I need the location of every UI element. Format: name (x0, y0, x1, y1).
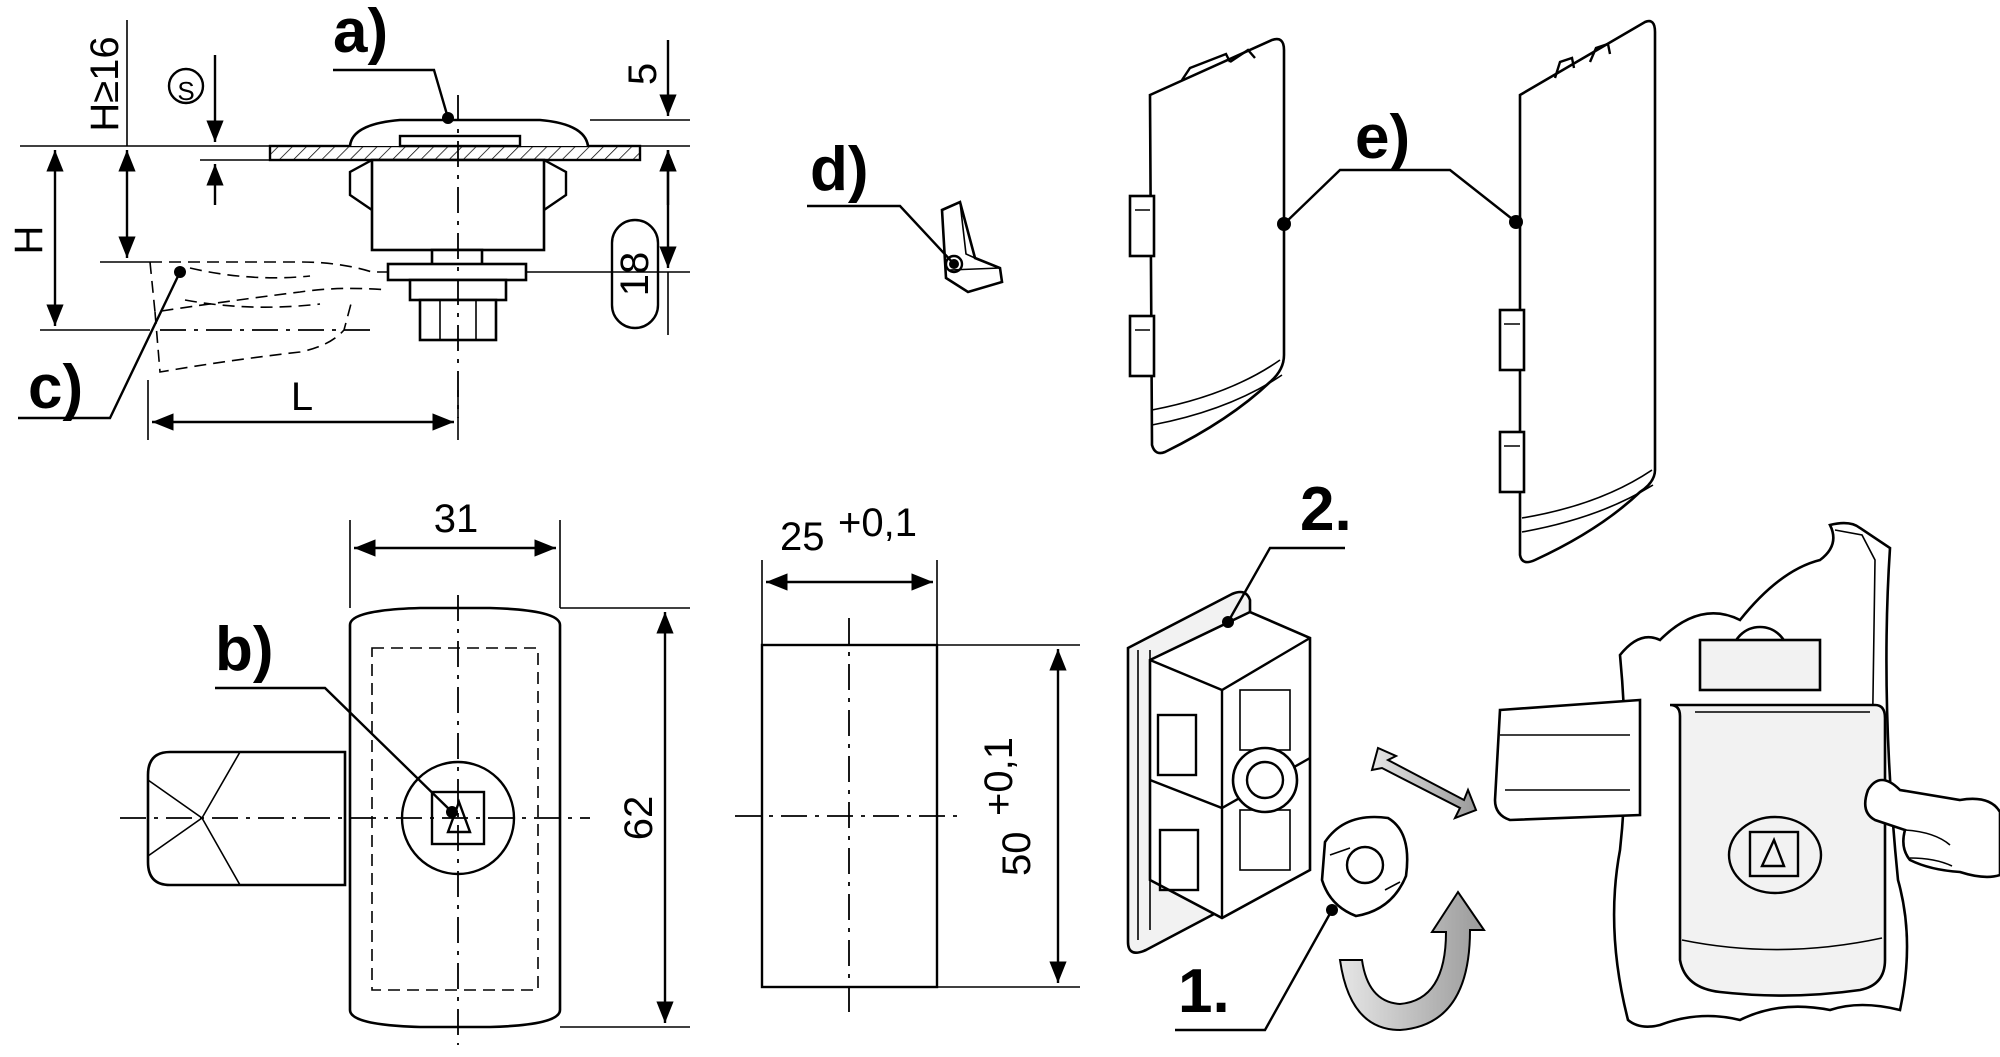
label-step2: 2. (1300, 475, 1352, 544)
part-d-clip: d) (807, 135, 1004, 294)
cover-left (1148, 37, 1286, 455)
cutout-height-label: 50 (995, 832, 1039, 877)
front-view: 31 62 b) (120, 497, 690, 1045)
eighteen-label: 18 (613, 252, 657, 297)
label-a: a) (333, 0, 388, 66)
housing-box (1148, 610, 1312, 920)
l-label: L (291, 375, 313, 419)
leader-e (1283, 168, 1517, 225)
thumb-icon (1863, 778, 2000, 879)
label-d: d) (810, 135, 869, 204)
rotate-arrow (1338, 890, 1486, 1032)
label-step1: 1. (1178, 957, 1230, 1026)
h-min-label: H≥16 (83, 36, 127, 131)
cam-behind (1493, 698, 1642, 822)
installed-triangle-icon (1760, 836, 1786, 868)
leader-c (18, 271, 182, 420)
panel-plate (268, 144, 642, 162)
assembly-view: 2. 1. (1126, 475, 1486, 1032)
eighteen-box (610, 218, 660, 330)
leader-2 (1226, 546, 1345, 623)
height-62-label: 62 (617, 796, 661, 841)
width-31-label: 31 (434, 497, 479, 541)
part-e-covers: e) (1128, 19, 1657, 564)
five-label: 5 (621, 63, 665, 85)
label-b: b) (215, 615, 274, 684)
leader-a (333, 68, 450, 119)
installed-view (1493, 521, 2000, 1028)
side-view: a) c) S H≥16 H L 5 18 (7, 0, 690, 440)
cutout-width-tol: +0,1 (838, 501, 917, 545)
leader-1 (1175, 909, 1334, 1032)
ring-part (1320, 815, 1409, 918)
s-symbol (167, 67, 205, 105)
cutout-height-tol: +0,1 (977, 737, 1021, 816)
label-e: e) (1355, 103, 1410, 172)
cutout-width-label: 25 (780, 515, 825, 559)
leader-d (807, 204, 955, 265)
installed-key-circle (1727, 815, 1823, 895)
cam-outline (150, 261, 390, 273)
panel-cutout: 25 +0,1 50 +0,1 (735, 501, 1080, 1020)
lock-head (348, 118, 590, 147)
s-label: S (177, 76, 194, 106)
h-label: H (7, 226, 51, 255)
slide-arrow (1370, 746, 1478, 820)
leader-b (215, 686, 453, 813)
label-c: c) (28, 353, 83, 422)
